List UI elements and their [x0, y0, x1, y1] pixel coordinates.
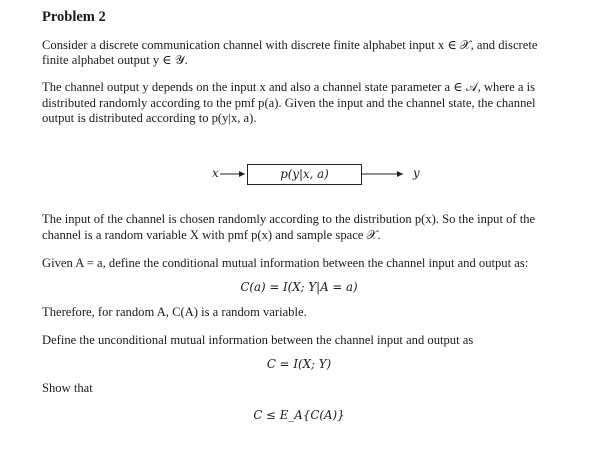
paragraph-1-line-1: Consider a discrete communication channe… [42, 38, 538, 52]
output-arrowhead [397, 171, 403, 177]
equation-inequality: C ≤ E_A{C(A)} [253, 408, 345, 422]
paragraph-4: Given A = a, define the conditional mutu… [42, 256, 529, 270]
paragraph-3-line-1: The input of the channel is chosen rando… [42, 212, 536, 226]
show-that-label: Show that [42, 381, 93, 395]
paragraph-5: Therefore, for random A, C(A) is a rando… [42, 305, 307, 319]
equation-unconditional-mi: C = I(X; Y) [266, 357, 332, 371]
paragraph-2-line-2: distributed randomly according to the pm… [42, 96, 536, 110]
paragraph-2-line-1: The channel output y depends on the inpu… [42, 80, 535, 94]
paragraph-2-line-3: output is distributed according to p(y|x… [42, 111, 257, 125]
paragraph-1-line-2: finite alphabet output y ∈ 𝒴. [42, 53, 188, 67]
problem-title: Problem 2 [42, 9, 106, 25]
input-arrowhead [239, 171, 245, 177]
channel-box: p(y|x, a) [247, 164, 362, 185]
input-label: x [212, 166, 219, 180]
channel-arrows [220, 171, 403, 177]
paragraph-6: Define the unconditional mutual informat… [42, 333, 474, 347]
paragraph-3-line-2: channel is a random variable X with pmf … [42, 228, 381, 242]
output-label: y [413, 166, 420, 180]
channel-diagram: x p(y|x, a) y [0, 160, 598, 190]
equation-conditional-mi: C(a) = I(X; Y|A = a) [240, 280, 358, 294]
